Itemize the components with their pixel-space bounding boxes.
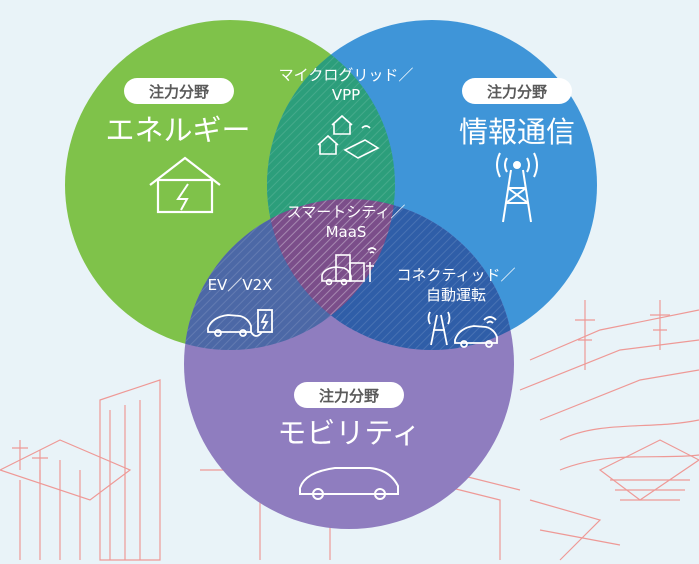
energy-badge-text: 注力分野 xyxy=(149,83,209,101)
ev-charging-icon xyxy=(207,309,273,337)
connected-label-2: 自動運転 xyxy=(426,286,486,304)
radio-tower-icon xyxy=(496,152,538,223)
mobility-title: モビリティ xyxy=(277,416,420,450)
smartcity-label-1: スマートシティ／ xyxy=(287,203,406,221)
smart-city-icon xyxy=(321,247,377,286)
energy-title: エネルギー xyxy=(105,113,250,147)
smartcity-label-2: MaaS xyxy=(326,223,367,241)
microgrid-label-1: マイクログリッド／ xyxy=(279,66,414,84)
microgrid-icon xyxy=(317,114,380,159)
city-illustration xyxy=(0,300,699,561)
mobility-badge xyxy=(294,382,404,408)
mobility-badge-text: 注力分野 xyxy=(319,387,379,405)
ict-badge xyxy=(462,78,572,104)
house-lightning-icon xyxy=(149,156,221,214)
ict-badge-text: 注力分野 xyxy=(487,83,547,101)
car-icon xyxy=(299,467,399,500)
energy-badge xyxy=(124,78,234,104)
connected-car-icon xyxy=(427,311,498,348)
ev-label: EV／V2X xyxy=(208,276,273,294)
ict-title: 情報通信 xyxy=(459,115,575,149)
connected-label-1: コネクティッド／ xyxy=(396,266,515,284)
microgrid-label-2: VPP xyxy=(332,86,360,104)
